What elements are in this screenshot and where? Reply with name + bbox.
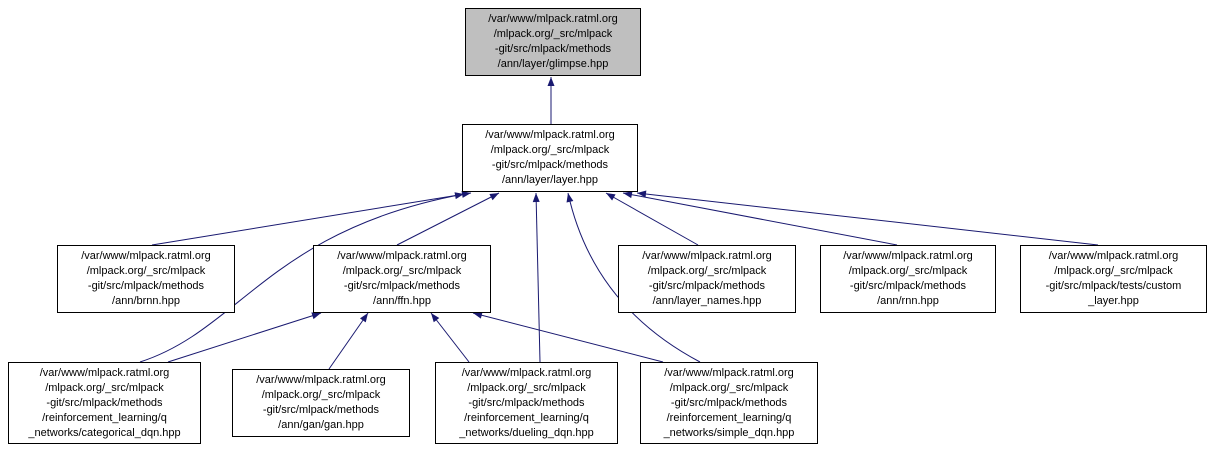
arrowhead-custom_layer-to-layer bbox=[637, 190, 647, 198]
node-ffn-hpp[interactable]: /var/www/mlpack.ratml.org /mlpack.org/_s… bbox=[313, 245, 491, 313]
edge-categorical_dqn-to-ffn bbox=[167, 312, 322, 363]
arrowhead-dueling_dqn-to-ffn bbox=[431, 313, 440, 323]
node-brnn-hpp[interactable]: /var/www/mlpack.ratml.org /mlpack.org/_s… bbox=[57, 245, 235, 313]
arrowhead-rnn-to-layer bbox=[623, 191, 633, 199]
arrowhead-dueling_dqn-to-layer bbox=[532, 193, 540, 203]
edge-ffn-to-layer bbox=[396, 192, 500, 246]
edge-dueling_dqn-to-ffn bbox=[430, 312, 470, 363]
arrowhead-categorical_dqn-to-ffn bbox=[311, 312, 321, 320]
node-glimpse-hpp[interactable]: /var/www/mlpack.ratml.org /mlpack.org/_s… bbox=[465, 8, 641, 76]
edge-gan-to-ffn bbox=[328, 312, 369, 370]
arrowhead-brnn-to-layer bbox=[461, 190, 471, 198]
arrowhead-simple_dqn-to-layer bbox=[566, 193, 574, 203]
arrowhead-layer_names-to-layer bbox=[606, 193, 616, 201]
node-custom-layer-hpp[interactable]: /var/www/mlpack.ratml.org /mlpack.org/_s… bbox=[1020, 245, 1207, 313]
node-dueling-dqn-hpp[interactable]: /var/www/mlpack.ratml.org /mlpack.org/_s… bbox=[435, 362, 618, 444]
edge-custom_layer-to-layer bbox=[636, 192, 1099, 246]
node-gan-hpp[interactable]: /var/www/mlpack.ratml.org /mlpack.org/_s… bbox=[232, 369, 410, 437]
node-layer-names-hpp[interactable]: /var/www/mlpack.ratml.org /mlpack.org/_s… bbox=[618, 245, 796, 313]
node-rnn-hpp[interactable]: /var/www/mlpack.ratml.org /mlpack.org/_s… bbox=[820, 245, 996, 313]
arrowhead-categorical_dqn-to-layer bbox=[454, 192, 464, 200]
arrowhead-gan-to-ffn bbox=[359, 313, 368, 323]
edge-brnn-to-layer bbox=[151, 192, 472, 246]
edge-layer_names-to-layer bbox=[605, 192, 699, 246]
node-layer-hpp[interactable]: /var/www/mlpack.ratml.org /mlpack.org/_s… bbox=[462, 124, 638, 192]
arrowhead-layer-to-glimpse bbox=[547, 77, 555, 86]
node-categorical-dqn-hpp[interactable]: /var/www/mlpack.ratml.org /mlpack.org/_s… bbox=[8, 362, 201, 444]
node-simple-dqn-hpp[interactable]: /var/www/mlpack.ratml.org /mlpack.org/_s… bbox=[640, 362, 818, 444]
arrowhead-ffn-to-layer bbox=[489, 193, 499, 201]
edge-rnn-to-layer bbox=[622, 192, 898, 246]
edge-simple_dqn-to-ffn bbox=[472, 312, 664, 363]
edge-dueling_dqn-to-layer bbox=[535, 192, 541, 363]
